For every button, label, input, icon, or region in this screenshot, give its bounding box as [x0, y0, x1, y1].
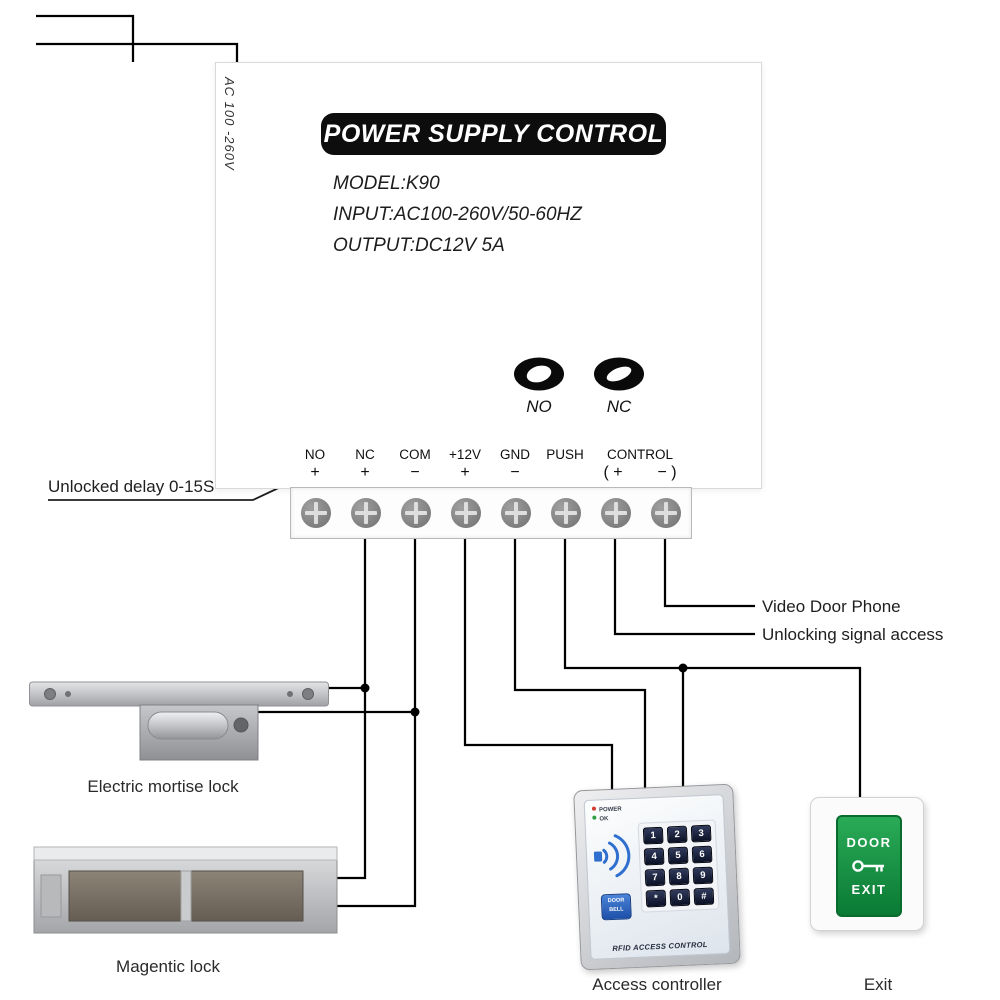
keypad-key-6: 6: [691, 845, 713, 864]
video-door-phone-note: Video Door Phone: [762, 597, 901, 616]
junction-dot-com: [410, 707, 420, 717]
status-leds: POWER OK: [591, 805, 622, 824]
control-plus-wire: [613, 537, 755, 636]
nc-grommet-icon: [592, 355, 646, 393]
terminal-label-nc: NC: [355, 447, 375, 462]
key-icon: [852, 860, 884, 872]
keypad-key-*: *: [645, 889, 667, 908]
terminal-label-com: COM: [399, 447, 431, 462]
exit-button-plate: DOOR EXIT: [810, 797, 924, 931]
terminal-label-12v: +12V: [449, 447, 481, 462]
keypad-key-3: 3: [690, 824, 712, 843]
terminal-label-no: NO: [304, 447, 326, 462]
keypad-key-5: 5: [667, 846, 689, 865]
keypad-key-4: 4: [643, 847, 665, 866]
terminal-screw-3: [401, 498, 431, 528]
junction-dot-nc: [360, 683, 370, 693]
terminal-screw-5: [501, 498, 531, 528]
mortise-lock-caption: Electric mortise lock: [87, 777, 239, 796]
sign-nc: +: [360, 464, 370, 481]
controller-footer-text: RFID ACCESS CONTROL: [612, 939, 708, 954]
power-led-label: POWER: [598, 806, 622, 814]
sign-com: −: [410, 464, 420, 481]
keypad-key-1: 1: [642, 826, 664, 845]
keypad-key-9: 9: [692, 866, 714, 885]
terminal-screw-6: [551, 498, 581, 528]
keypad-key-7: 7: [644, 868, 666, 887]
ac-voltage-side-label: AC 100 -260V: [222, 77, 237, 171]
exit-caption: Exit: [863, 975, 893, 994]
ac-input-wire-1: [36, 14, 135, 62]
sign-no: +: [310, 464, 320, 481]
no-grommet-icon: [512, 355, 566, 393]
power-led: [591, 806, 597, 811]
sign-gnd: −: [510, 464, 520, 481]
nc-wire: [330, 537, 367, 880]
terminal-screw-7: [601, 498, 631, 528]
terminal-label-control: CONTROL: [606, 447, 674, 462]
power-supply-title-badge: POWER SUPPLY CONTROL: [321, 113, 666, 155]
access-controller-caption: Access controller: [592, 975, 722, 994]
com-wire: [330, 537, 417, 908]
sign-12v: +: [460, 464, 470, 481]
keypad-key-2: 2: [666, 825, 688, 844]
keypad-key-8: 8: [668, 867, 690, 886]
terminal-screw-2: [351, 498, 381, 528]
terminal-strip: [290, 487, 692, 539]
ac-input-wire-2: [36, 42, 239, 62]
exit-button: DOOR EXIT: [836, 815, 902, 917]
terminal-label-push: PUSH: [546, 447, 584, 462]
electric-mortise-lock: [28, 672, 330, 772]
unlocking-signal-note: Unlocking signal access: [762, 625, 944, 644]
exit-button-door-text: DOOR: [846, 835, 892, 850]
gnd-wire: [513, 537, 647, 795]
keypad-key-#: #: [693, 887, 715, 906]
terminal-screw-1: [301, 498, 331, 528]
magnetic-lock: [33, 845, 338, 937]
spec-model: MODEL:K90: [333, 173, 440, 194]
exit-button-exit-text: EXIT: [851, 882, 887, 897]
control-minus-wire: [663, 537, 755, 608]
no-grommet-label: NO: [526, 397, 552, 416]
push-wire: [563, 537, 862, 802]
12v-wire: [463, 537, 614, 795]
ok-led-label: OK: [599, 816, 609, 823]
magnetic-lock-caption: Magentic lock: [116, 957, 220, 976]
rfid-wave-icon: [591, 829, 637, 888]
terminal-screw-4: [451, 498, 481, 528]
sign-control-plus: ( +: [603, 464, 623, 481]
spec-output: OUTPUT:DC12V 5A: [333, 235, 505, 256]
doorbell-button: DOOR BELL: [600, 893, 632, 921]
unlock-delay-note: Unlocked delay 0-15S: [48, 477, 215, 496]
power-supply-unit: AC 100 -260V POWER SUPPLY CONTROL MODEL:…: [215, 62, 762, 489]
terminal-label-gnd: GND: [500, 447, 530, 462]
keypad-key-0: 0: [669, 888, 691, 907]
junction-dot-push: [678, 663, 688, 673]
ok-led: [592, 815, 597, 820]
spec-input: INPUT:AC100-260V/50-60HZ: [333, 204, 582, 225]
sign-control-minus: − ): [657, 464, 677, 481]
terminal-screw-8: [651, 498, 681, 528]
nc-grommet-label: NC: [606, 397, 632, 416]
